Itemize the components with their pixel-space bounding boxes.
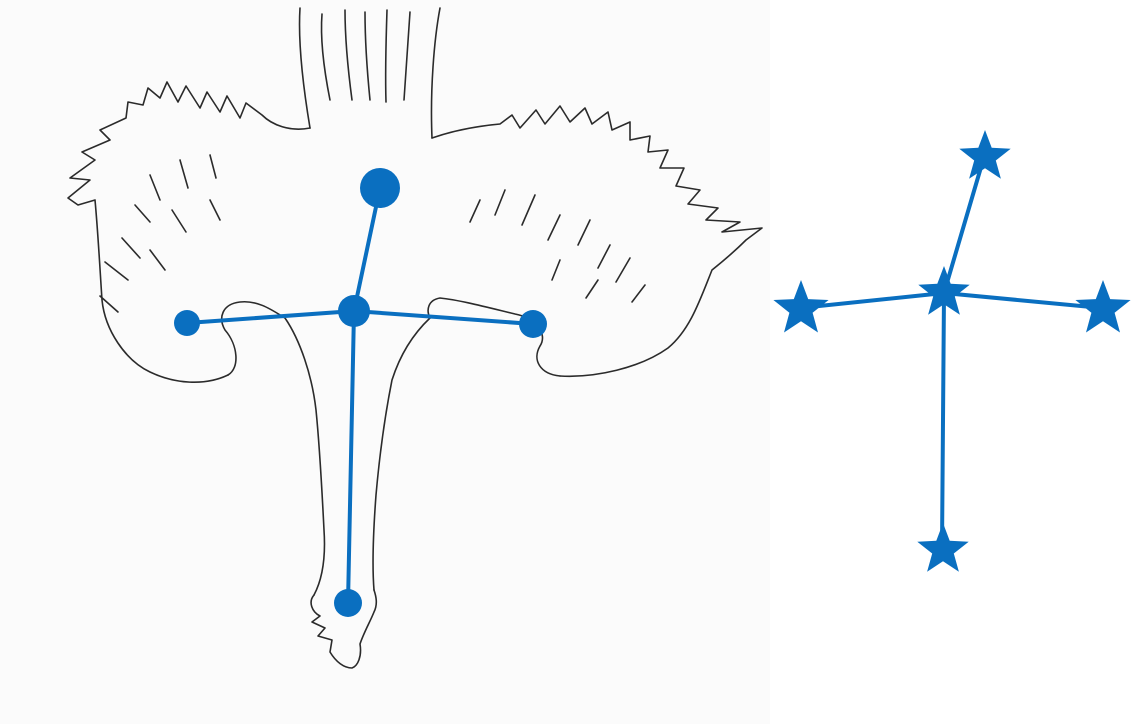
star-markers — [773, 130, 1130, 572]
body-center-marker — [338, 295, 370, 327]
swan-outline — [68, 8, 762, 668]
right-wing-curl — [428, 298, 560, 376]
skeleton-tail-line — [348, 311, 354, 603]
head-star-marker — [959, 130, 1010, 179]
left-wing-curl — [222, 302, 285, 375]
left-wing-marker — [174, 310, 200, 336]
star-neck-line — [944, 157, 984, 293]
right-wing-marker — [519, 310, 547, 338]
body-right-side — [373, 318, 430, 590]
neck-lines — [299, 8, 440, 138]
swan-joint-markers — [174, 168, 547, 617]
left-wing-edge — [68, 82, 310, 382]
left-wing-star-marker — [773, 280, 828, 333]
swan-skeleton — [187, 188, 533, 603]
skeleton-right-wing-line — [354, 311, 533, 324]
tail-star-marker — [917, 523, 968, 572]
star-tail-line — [942, 293, 944, 548]
swan-illustration — [0, 0, 770, 724]
right-wing-edge — [432, 106, 762, 376]
star-diagram-panel — [770, 0, 1135, 724]
head-marker — [360, 168, 400, 208]
right-wing-star-marker — [1075, 280, 1130, 333]
star-skeleton-lines — [800, 157, 1102, 548]
skeleton-left-wing-line — [187, 311, 354, 323]
star-skeleton-diagram — [770, 0, 1135, 724]
tail-marker — [334, 589, 362, 617]
body-left-side — [285, 318, 325, 595]
swan-illustration-panel — [0, 0, 770, 724]
